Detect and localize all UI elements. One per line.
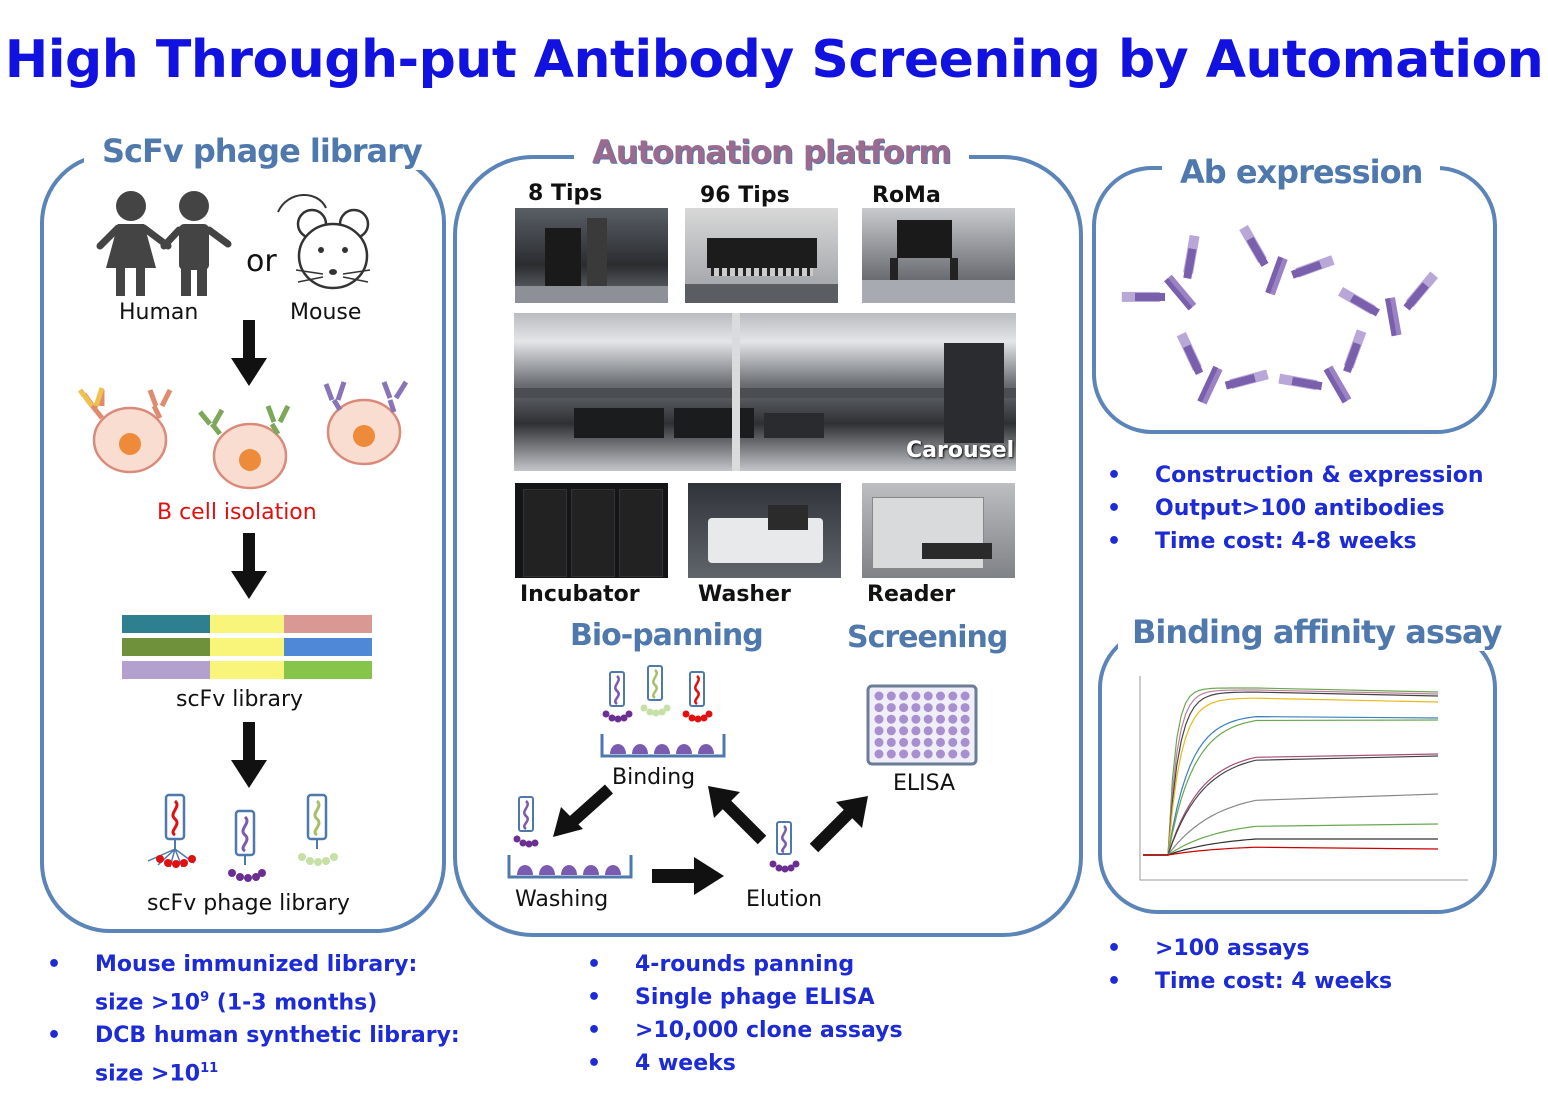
middle-bullets: 4-rounds panning Single phage ELISA >10,… [587,948,903,1080]
left-panel-title: ScFv phage library [84,132,440,170]
arrow-washing-to-elution [652,857,724,895]
bullet-human-library: DCB human synthetic library: size >1011 [47,1019,460,1090]
right-top-bullets: Construction & expression Output>100 ant… [1107,459,1484,558]
incubator-photo [515,483,668,578]
washer-photo [688,483,841,578]
arrow-binding-to-washing [553,784,614,837]
or-label: or [246,244,277,279]
page-title: High Through-put Antibody Screening by A… [4,30,1544,90]
carousel-label: Carousel [906,438,1015,463]
washing-icon [507,796,633,879]
tips8-photo [515,208,668,303]
right-bottom-panel-title: Binding affinity assay [1118,613,1516,651]
elisa-label: ELISA [893,771,956,796]
binding-affinity-sensorgram [1139,676,1468,881]
antibody-icon [1176,332,1269,405]
tips96-photo [685,208,838,303]
bullet-time-cost-4-weeks: Time cost: 4 weeks [1107,965,1392,998]
antibody-icon [1121,224,1439,405]
incubator-label: Incubator [520,582,640,607]
bullet-panning: 4-rounds panning [587,948,903,981]
binding-label: Binding [612,765,696,790]
human-label: Human [119,300,199,325]
tips96-label: 96 Tips [700,183,790,208]
bullet-time-cost: Time cost: 4-8 weeks [1107,525,1484,558]
antibody-icon [1338,271,1439,337]
washer-label: Washer [698,582,791,607]
antibody-icon [1121,234,1200,311]
arrow-down-icon [231,722,267,788]
elution-phage-icon [769,821,800,873]
screening-heading: Screening [847,620,1008,655]
middle-panel-title: Automation platform [574,133,969,171]
elution-label: Elution [746,887,823,912]
bullet-4-weeks: 4 weeks [587,1047,903,1080]
bullet-mouse-library: Mouse immunized library: size >109 (1-3 … [47,948,460,1019]
scfv-library-label: scFv library [176,687,304,712]
people-icon [96,191,232,296]
reader-photo [862,483,1015,578]
bullet-single-phage-elisa: Single phage ELISA [587,981,903,1014]
phage-icon [147,793,338,882]
mouse-label: Mouse [290,300,362,325]
antibody-icon [1278,329,1367,404]
scfv-library-bars [122,615,372,679]
roma-photo [862,208,1015,303]
washing-label: Washing [515,887,609,912]
b-cell-label: B cell isolation [157,500,317,525]
tips8-label: 8 Tips [528,181,603,206]
bullet-construction: Construction & expression [1107,459,1484,492]
antibody-icon [1239,224,1335,296]
bullet-assays: >100 assays [1107,932,1392,965]
roma-label: RoMa [872,183,941,208]
right-top-panel-title: Ab expression [1162,153,1441,191]
bullet-output: Output>100 antibodies [1107,492,1484,525]
binding-phages-icon [600,665,726,758]
b-cell-icon [78,380,409,490]
left-bullets: Mouse immunized library: size >109 (1-3 … [47,948,460,1091]
elisa-plate-icon [866,684,978,766]
scfv-phage-library-label: scFv phage library [147,891,350,916]
right-bottom-bullets: >100 assays Time cost: 4 weeks [1107,932,1392,998]
mouse-icon [277,194,371,290]
arrow-elution-to-elisa [809,796,868,853]
bullet-clone-assays: >10,000 clone assays [587,1014,903,1047]
reader-label: Reader [867,582,956,607]
biopanning-heading: Bio-panning [570,618,764,653]
carousel-photo: Carousel [514,313,1016,471]
arrow-elution-to-binding [708,786,767,845]
arrow-down-icon [231,533,267,599]
arrow-down-icon [231,320,267,386]
